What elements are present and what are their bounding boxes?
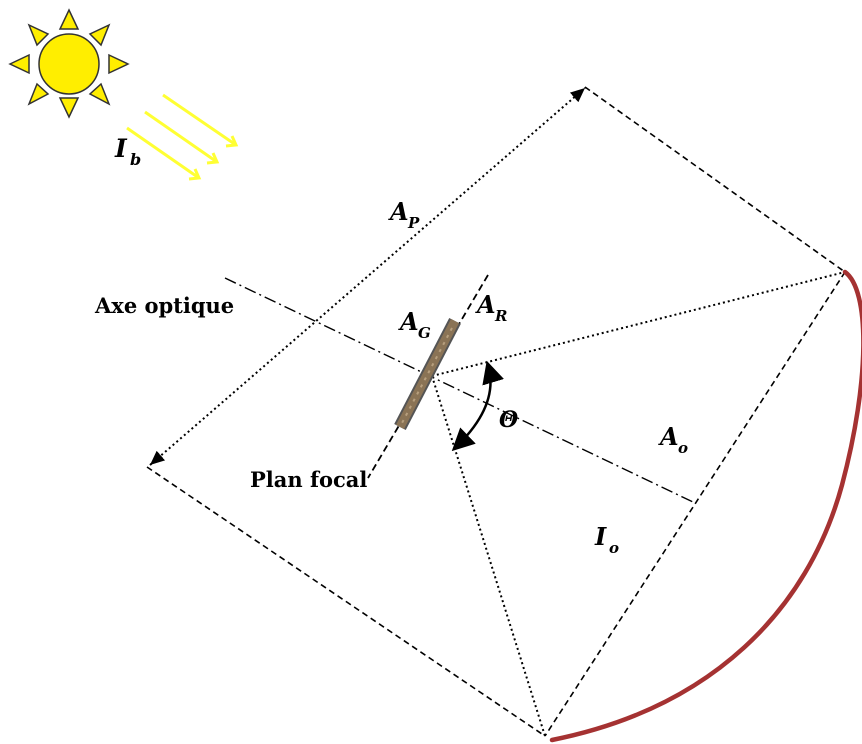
svg-text:o: o [609,539,619,557]
focal-plane-line [367,274,489,479]
top-edge [584,86,846,273]
svg-text:R: R [494,307,507,325]
svg-text:A: A [388,197,409,226]
svg-text:o: o [678,439,688,457]
ao-symbol: A o [658,422,688,457]
ray-1 [162,93,237,147]
svg-text:I: I [594,522,607,551]
svg-text:I: I [114,134,128,163]
plan-focal-label: Plan focal [250,467,367,492]
sun-rays [126,93,239,181]
svg-text:P: P [407,214,420,232]
aperture-width-arrow [149,87,586,466]
bottom-edge [146,466,546,737]
ap-symbol: A P [388,197,420,232]
io-symbol: I o [594,522,619,557]
mirror-arc [549,269,862,743]
svg-text:G: G [418,324,431,342]
ag-symbol: A G [398,307,431,342]
focal-rays [431,271,846,737]
svg-text:A: A [398,307,419,336]
optical-axis [224,277,696,504]
svg-text:A: A [658,422,679,451]
axe-optique-label: Axe optique [94,293,234,318]
ar-symbol: A R [475,290,507,325]
ib-symbol: I b [114,134,141,169]
svg-text:b: b [130,150,141,169]
right-edge [544,271,846,737]
theta-symbol: Θ [499,407,518,433]
receiver [394,318,461,430]
ray-2 [144,110,218,164]
ray-upper [431,271,846,377]
svg-text:A: A [475,290,496,319]
ray-lower [431,375,546,737]
dashed-outline [146,86,846,737]
angle-arc [451,360,504,452]
sun-icon [8,8,130,119]
